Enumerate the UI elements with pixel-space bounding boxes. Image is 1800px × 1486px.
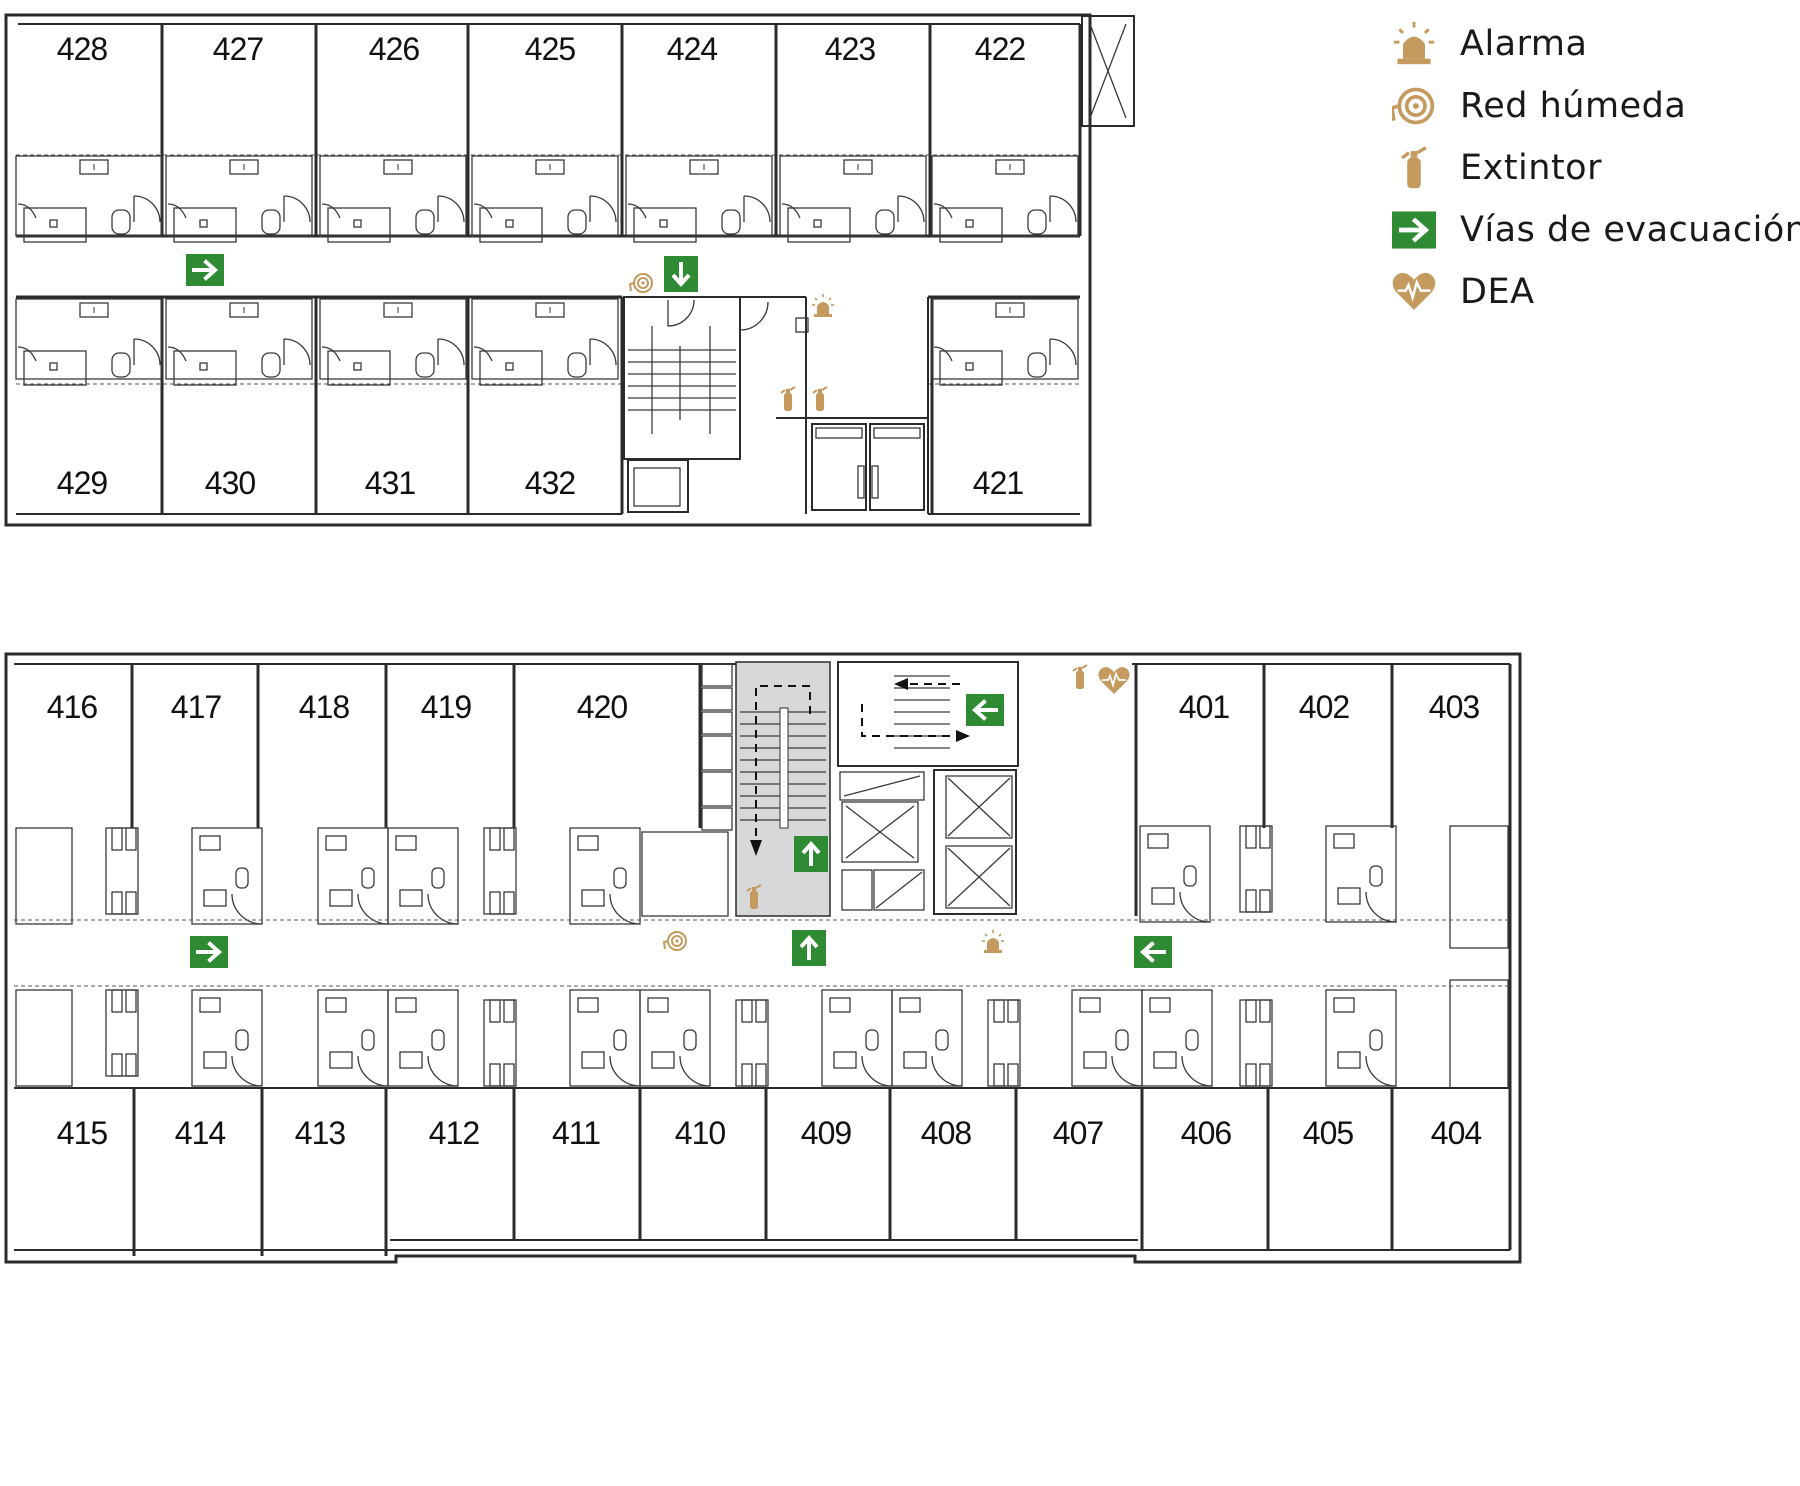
upper-floor-outline	[4, 13, 1092, 527]
evacuation-arrow-icon	[790, 928, 828, 968]
room-label: 421	[973, 465, 1024, 501]
ducts	[701, 663, 733, 831]
room-label: 408	[921, 1115, 972, 1151]
room-label: 416	[47, 689, 98, 725]
legend-item-extinguisher: Extintor	[1384, 138, 1800, 200]
room-label: 402	[1299, 689, 1350, 725]
lower-top-right-rooms	[1134, 664, 1512, 1250]
room-label: 418	[299, 689, 350, 725]
legend-label: DEA	[1460, 272, 1535, 312]
legend-item-fire-hose: Red húmeda	[1384, 76, 1800, 138]
evacuation-arrow-icon	[188, 934, 230, 970]
legend-item-aed: DEA	[1384, 262, 1800, 324]
room-label: 414	[175, 1115, 226, 1151]
evacuation-arrow-icon	[964, 692, 1006, 728]
room-label: 419	[421, 689, 472, 725]
room-label: 417	[171, 689, 222, 725]
lower-top-left-rooms	[15, 664, 729, 925]
room-label: 432	[525, 465, 576, 501]
legend-label: Extintor	[1460, 148, 1602, 188]
legend-label: Red húmeda	[1460, 86, 1687, 126]
room-label: 410	[675, 1115, 726, 1151]
legend-label: Vías de evacuación	[1460, 210, 1800, 250]
upper-room-labels: 428 427 426 425 424 423 422 429 430 431 …	[57, 31, 1027, 501]
room-label: 424	[667, 31, 718, 67]
room-label: 426	[369, 31, 420, 67]
room-label: 428	[57, 31, 108, 67]
room-label: 429	[57, 465, 108, 501]
legend-label: Alarma	[1460, 24, 1588, 64]
room-label: 423	[825, 31, 876, 67]
room-label: 420	[577, 689, 628, 725]
extinguisher-icon	[1072, 664, 1088, 690]
room-label: 430	[205, 465, 256, 501]
shaft	[1081, 15, 1135, 127]
room-label: 404	[1431, 1115, 1482, 1151]
lower-room-labels: 416 417 418 419 420 401 402 403 415 414 …	[47, 689, 1483, 1151]
extinguisher-icon	[1400, 146, 1428, 190]
room-label: 425	[525, 31, 576, 67]
fire-hose-icon	[629, 273, 653, 293]
room-label: 413	[295, 1115, 346, 1151]
legend-item-evacuation: Vías de evacuación	[1384, 200, 1800, 262]
room-label: 406	[1181, 1115, 1232, 1151]
evacuation-arrow-icon	[792, 834, 830, 874]
aed-heart-icon	[1097, 666, 1131, 695]
upper-safety-symbols	[184, 252, 835, 412]
room-label: 415	[57, 1115, 108, 1151]
lower-corridor	[14, 919, 1510, 987]
room-label: 409	[801, 1115, 852, 1151]
legend: Alarma Red húmeda Extintor Vías de evacu…	[1384, 14, 1800, 324]
room-label: 405	[1303, 1115, 1354, 1151]
upper-top-dividers	[160, 24, 1082, 236]
legend-item-alarm: Alarma	[1384, 14, 1800, 76]
room-label: 422	[975, 31, 1026, 67]
extinguisher-icon	[780, 386, 796, 412]
evacuation-arrow-icon	[184, 252, 226, 288]
lower-stair-core	[701, 661, 1019, 917]
elevators	[839, 769, 1017, 915]
room-label: 431	[365, 465, 416, 501]
fire-hose-icon	[663, 931, 687, 951]
evacuation-arrow-icon	[1392, 208, 1436, 252]
room-label: 411	[552, 1115, 600, 1151]
alarm-icon	[811, 293, 835, 318]
alarm-icon	[981, 929, 1005, 954]
upper-bottom-dividers	[160, 297, 934, 514]
room-label: 403	[1429, 689, 1480, 725]
lower-floor-outline	[4, 652, 1522, 1264]
extinguisher-icon	[812, 386, 828, 412]
room-label: 407	[1053, 1115, 1104, 1151]
upper-floor-plan: 428 427 426 425 424 423 422 429 430 431 …	[4, 13, 1135, 527]
evacuation-arrow-icon	[1132, 934, 1174, 970]
lower-bottom-rooms	[14, 979, 1510, 1256]
fire-hose-icon	[1392, 87, 1435, 125]
upper-bathrooms	[15, 155, 1079, 386]
room-label: 412	[429, 1115, 480, 1151]
room-label: 427	[213, 31, 264, 67]
upper-stair-core	[623, 296, 929, 514]
aed-heart-icon	[1392, 271, 1436, 312]
evacuation-arrow-icon	[662, 254, 700, 294]
room-label: 401	[1179, 689, 1230, 725]
alarm-icon	[1392, 22, 1436, 66]
lower-floor-plan: 416 417 418 419 420 401 402 403 415 414 …	[4, 652, 1522, 1264]
